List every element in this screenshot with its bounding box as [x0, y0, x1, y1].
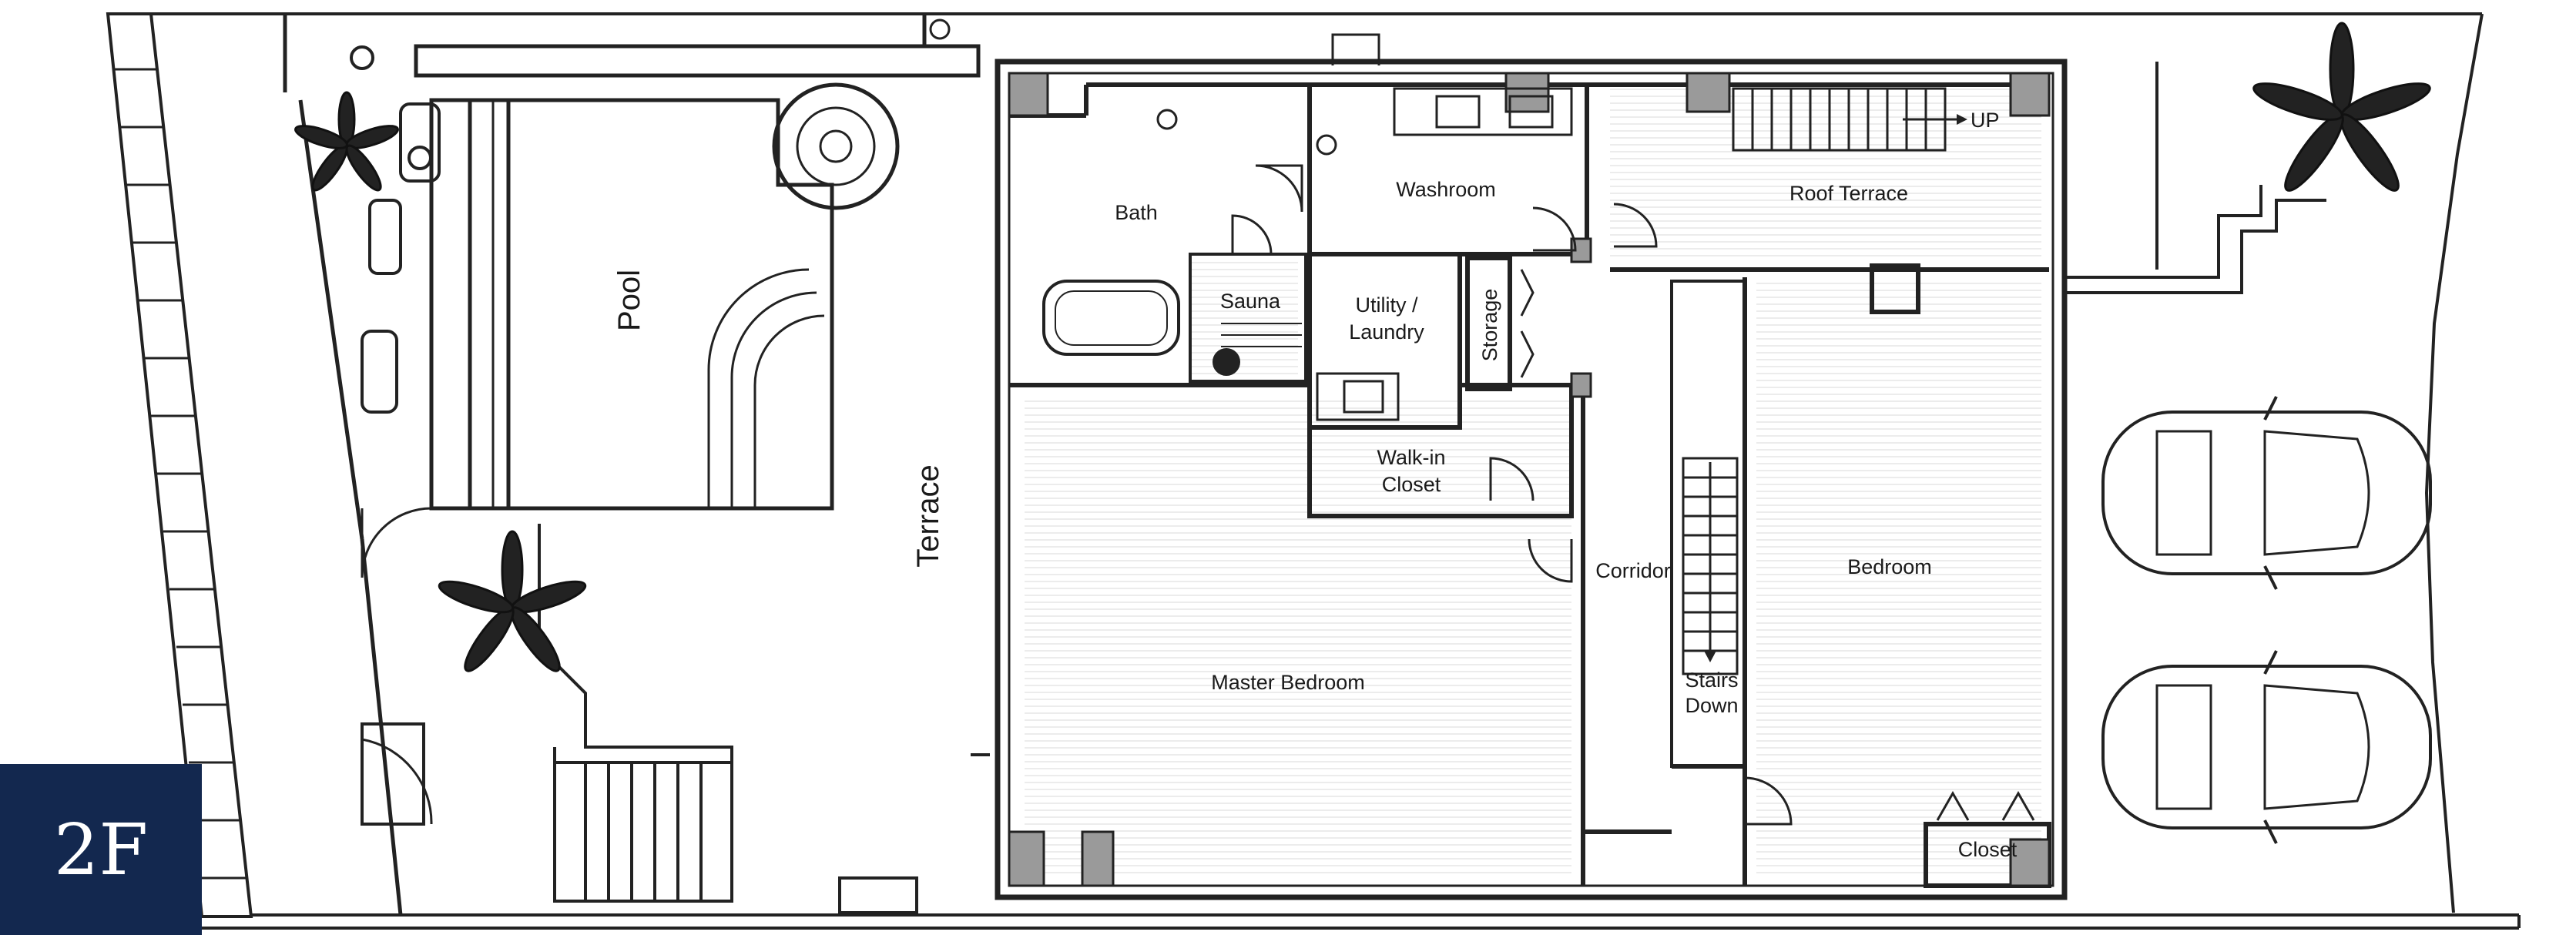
stairs-up-label: UP: [1971, 109, 2000, 132]
storage-label: Storage: [1478, 289, 1501, 362]
walkin-label-line2: Closet: [1382, 473, 1441, 496]
door-swings: [361, 33, 2035, 826]
shower-fixtures: [361, 102, 441, 414]
pool-label: Pool: [612, 270, 646, 331]
car-icon: [2101, 650, 2432, 844]
site-boundary: [108, 12, 2521, 930]
utility-label-line1: Utility /: [1356, 293, 1418, 317]
floor-badge: 2F: [0, 764, 202, 935]
pool: [429, 82, 900, 511]
roof-stair-up: [1732, 87, 1957, 152]
walkin-label-line1: Walk-in: [1377, 446, 1445, 469]
interior-walls: [1009, 82, 2051, 888]
stairs-label-line2: Down: [1685, 694, 1738, 717]
terrace-label: Terrace: [911, 464, 945, 567]
sauna-heater: [1213, 323, 1302, 376]
paving-strip: [106, 12, 253, 918]
bedroom-label: Bedroom: [1847, 555, 1932, 578]
carport-walls: [2064, 62, 2326, 294]
bath-label: Bath: [1115, 201, 1158, 224]
utility-label-line2: Laundry: [1349, 320, 1424, 344]
outdoor-shower-area: [283, 14, 425, 916]
car-icon: [2101, 396, 2432, 590]
interior-stair-down: [1682, 457, 1739, 675]
closet-label: Closet: [1958, 838, 2018, 861]
palm-plant-icon: [438, 530, 587, 672]
top-walkway: [283, 14, 981, 78]
laundry-sink: [1316, 372, 1400, 421]
exterior-stair: [538, 524, 990, 914]
stair-down-arrow: [1704, 651, 1716, 662]
washroom-label: Washroom: [1396, 178, 1496, 201]
sauna-label: Sauna: [1220, 290, 1281, 313]
stairs-label-line1: Stairs: [1685, 669, 1738, 692]
corridor-label: Corridor: [1595, 559, 1671, 582]
roof-terrace-label: Roof Terrace: [1789, 182, 1908, 205]
washroom-sinks: [1156, 87, 1573, 156]
master-bedroom-label: Master Bedroom: [1211, 671, 1365, 694]
palm-plant-icon: [2252, 22, 2431, 192]
house-floor-fill: [1025, 85, 2041, 874]
pillars: [1008, 72, 2051, 887]
bathtub: [1042, 280, 1180, 356]
palm-plant-icon: [294, 91, 399, 192]
stair-up-arrow: [1957, 114, 1967, 125]
